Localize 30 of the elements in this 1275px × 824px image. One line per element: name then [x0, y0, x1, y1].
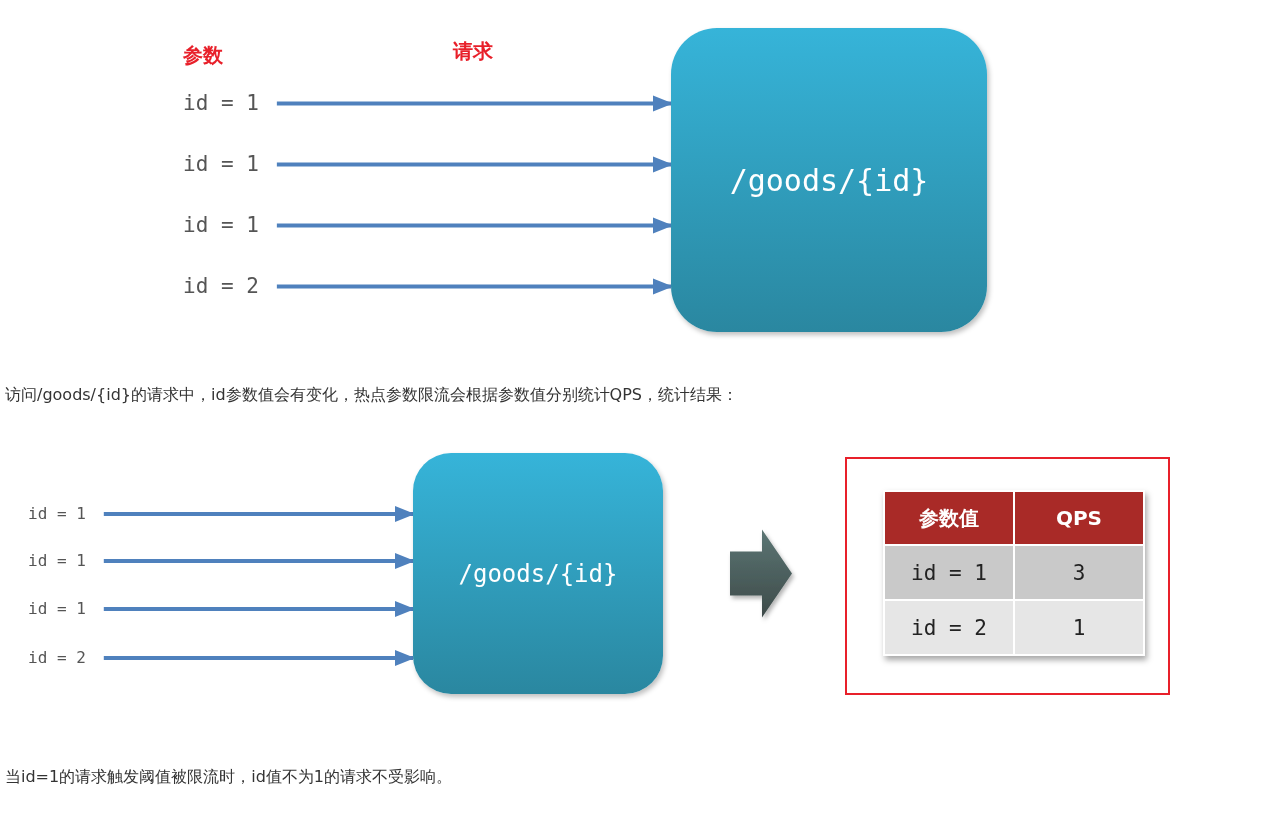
column-heading: 参数	[183, 42, 223, 69]
table-cell: id = 2	[884, 600, 1014, 655]
arrow	[103, 553, 415, 569]
arrow	[276, 217, 673, 234]
table-cell: 1	[1014, 600, 1144, 655]
caption-text: 访问/goods/{id}的请求中，id参数值会有变化，热点参数限流会根据参数值分别统计QPS，统计结果：	[5, 385, 738, 406]
arrow	[103, 506, 415, 522]
block-arrow	[730, 529, 792, 618]
arrow	[103, 601, 415, 617]
endpoint-box: /goods/{id}	[671, 28, 987, 332]
table-header-cell: QPS	[1014, 491, 1144, 545]
highlight-frame	[845, 457, 1170, 695]
arrow	[276, 95, 673, 112]
parameter-label: id = 1	[183, 93, 259, 114]
table-cell: id = 1	[884, 545, 1014, 600]
parameter-label: id = 1	[28, 506, 86, 522]
parameter-label: id = 1	[183, 215, 259, 236]
parameter-label: id = 2	[28, 650, 86, 666]
arrow	[276, 156, 673, 173]
caption-text: 当id=1的请求触发阈值被限流时，id值不为1的请求不受影响。	[5, 767, 452, 788]
parameter-label: id = 1	[183, 154, 259, 175]
arrow	[276, 278, 673, 295]
column-heading: 请求	[453, 38, 493, 65]
arrow	[103, 650, 415, 666]
parameter-label: id = 1	[28, 553, 86, 569]
table-cell: 3	[1014, 545, 1144, 600]
parameter-label: id = 2	[183, 276, 259, 297]
table-header-cell: 参数值	[884, 491, 1014, 545]
parameter-label: id = 1	[28, 601, 86, 617]
endpoint-box: /goods/{id}	[413, 453, 663, 694]
